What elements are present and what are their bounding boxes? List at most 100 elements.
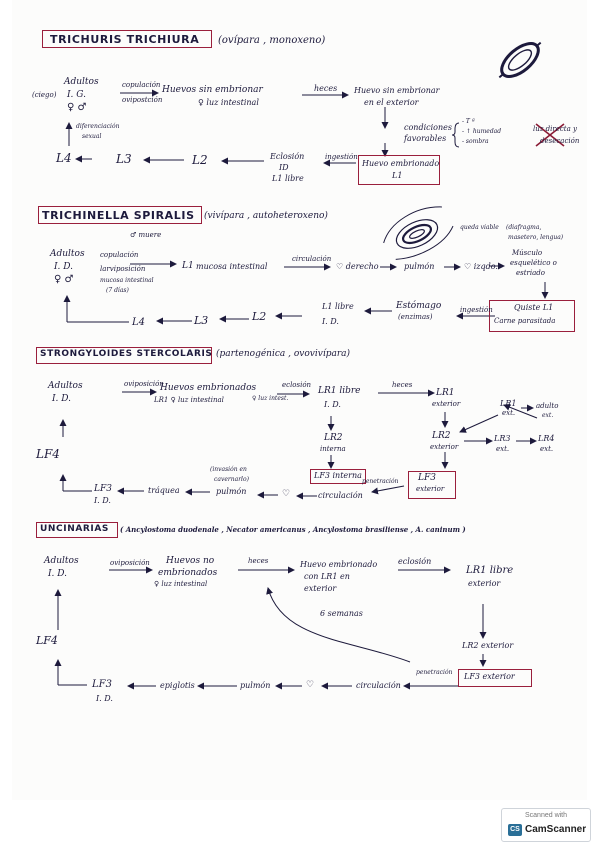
section-subtitle-trichinella: (vivípara , autoheteroxeno) — [204, 211, 328, 221]
id-label-1: ID — [279, 163, 289, 172]
scanned-notes-page: TRICHURIS TRICHIURA (ovípara , monoxeno)… — [12, 0, 587, 800]
cross-out-mark — [535, 123, 565, 147]
copulacion-label: copulación — [122, 81, 161, 89]
id-label-2: I. D. — [54, 262, 74, 272]
title-box-strongyloides — [36, 347, 212, 364]
id-label-3c: I. D. — [94, 496, 111, 505]
box-lf3-exterior-4 — [458, 669, 532, 687]
corazon-izq-label: ♡ izqdo. — [464, 262, 498, 271]
exterior-label-1: Huevo sin embrionar — [354, 86, 440, 95]
stage-l3-2: L3 — [194, 314, 209, 327]
l1-mucosa-label: mucosa intestinal — [196, 262, 268, 271]
l1-libre-label-2: L1 libre — [322, 302, 354, 311]
heces-label: heces — [314, 84, 338, 93]
lf4-label-4: LF4 — [36, 634, 58, 647]
oviposicion-label-3: oviposición — [124, 380, 164, 388]
section-subtitle-uncinarias: ( Ancylostoma duodenale , Necator americ… — [120, 525, 466, 534]
pulmon-label-2: pulmón — [404, 262, 435, 271]
condiciones-label-1: condiciones — [404, 123, 452, 132]
stage-l2-2: L2 — [252, 310, 267, 323]
huevo-embrionado-l1: L1 — [392, 171, 403, 180]
section-title-uncinarias: UNCINARIAS — [40, 524, 110, 534]
section-title-strongyloides: STRONGYLOIDES STERCOLARIS — [40, 349, 213, 359]
sexes-symbols: ♀ ♂ — [67, 102, 87, 113]
lr3-ext-sub: ext. — [496, 445, 510, 453]
carne-parasitada-label: Carne parasitada — [494, 317, 556, 325]
lr2-exterior-label-4: LR2 exterior — [462, 641, 514, 650]
invasion-label-1: (invasión en — [210, 466, 247, 473]
lr2-exterior-sub: exterior — [430, 443, 459, 451]
pulmon-label-3: pulmón — [216, 487, 247, 496]
penetracion-label-4: penetración — [416, 669, 453, 676]
stage-l2-1: L2 — [192, 153, 208, 167]
lr3-ext-label: LR3 — [494, 434, 511, 443]
ingestion-label-1: ingestión — [325, 153, 358, 161]
lr4-ext-sub: ext. — [540, 445, 554, 453]
lr1-exterior-label: LR1 — [436, 388, 455, 398]
pulmon-label-4: pulmón — [240, 681, 271, 690]
lr2-interna-label: LR2 — [324, 433, 343, 443]
dias-label: (7 días) — [106, 287, 129, 294]
huevo-embrionado-label: Huevo embrionado — [362, 159, 440, 168]
lr4-ext-label: LR4 — [538, 434, 555, 443]
id-label-4: I. D. — [48, 569, 68, 579]
diferenciacion-label-1: diferenciación — [76, 123, 120, 130]
stage-l4-1: L4 — [56, 151, 72, 165]
title-box-trichinella — [38, 206, 202, 224]
id-label-4b: I. D. — [96, 694, 113, 703]
eclosion-label-3: eclosión — [282, 381, 312, 389]
embrionados-label: embrionados — [158, 568, 218, 578]
lf3-exterior-label-4: LF3 exterior — [464, 672, 515, 681]
luz-directa-label: luz directa y — [533, 125, 577, 133]
adulto-ext-sub: ext. — [542, 412, 554, 419]
musculo-label-2: esquelético o — [510, 259, 557, 267]
heart-3: ♡ — [282, 489, 291, 499]
traquea-label: tráquea — [148, 486, 180, 495]
l1-stage-2: L1 — [182, 261, 194, 271]
arrow-six-weeks — [266, 587, 411, 663]
arrow-adulto-lr1b — [503, 403, 538, 419]
lr2-exterior-label: LR2 — [432, 431, 451, 441]
arrow-lr1b-lr2 — [459, 414, 499, 433]
lf4-label-3: LF4 — [36, 447, 60, 461]
id-label-3: I. D. — [52, 394, 72, 404]
section-title-trichinella: TRICHINELLA SPIRALIS — [42, 209, 195, 222]
condition-humidity: - ↑ humedad — [462, 128, 502, 135]
heces-label-4: heces — [248, 557, 269, 565]
stage-l4-2: L4 — [132, 317, 146, 328]
lf3-exterior-label: LF3 — [418, 473, 436, 483]
diagram-arrows-layer — [54, 41, 565, 690]
copulacion-label-2: copulación — [100, 251, 139, 259]
lr1-libre-label: LR1 libre — [318, 386, 361, 396]
cyst-trichinella-drawing — [383, 206, 454, 260]
sexes-symbols-2: ♀ ♂ — [54, 274, 74, 285]
conditions-bracket — [451, 122, 460, 148]
mucosa-label: mucosa intestinal — [100, 277, 154, 284]
quiste-label: Quiste L1 — [514, 303, 554, 312]
egg-trichuris-drawing — [498, 41, 542, 79]
lr2-interna-sub: interna — [320, 445, 346, 453]
corazon-derecho-label: ♡ derecho — [336, 262, 379, 271]
section-subtitle-trichuris: (ovípara , monoxeno) — [218, 35, 326, 46]
heces-label-3: heces — [392, 381, 413, 389]
adulto-ext-label: adulto — [536, 402, 559, 410]
section-subtitle-strongyloides: (partenogénica , ovovivípara) — [216, 349, 351, 359]
huevo-embrionado-label-4: Huevo embrionado — [300, 560, 378, 569]
huevos-no-label: Huevos no — [166, 556, 215, 566]
diferenciacion-label-2: sexual — [82, 133, 102, 140]
lr1-exterior-sub: exterior — [432, 400, 461, 408]
enzimas-label: (enzimas) — [398, 313, 433, 321]
stage-l3-1: L3 — [116, 152, 132, 166]
id-label-2b: I. D. — [322, 317, 339, 326]
huevo-embrionado-sub-4: con LR1 en — [304, 572, 350, 581]
ciego-label: (ciego) — [32, 91, 57, 99]
epiglotis-label: epiglotis — [160, 681, 195, 690]
ingestion-label-2: ingestión — [460, 306, 493, 314]
scanned-with-text: Scanned with — [524, 812, 568, 819]
lr1-exterior-label-4: exterior — [468, 579, 501, 588]
camscanner-name: CamScanner — [525, 824, 587, 835]
title-box-trichuris — [42, 30, 212, 48]
lf3-label-3: LF3 — [94, 484, 112, 494]
condition-shade: - sombra — [462, 138, 489, 145]
queda-viable-list-2: masetero, lengua) — [508, 234, 564, 241]
